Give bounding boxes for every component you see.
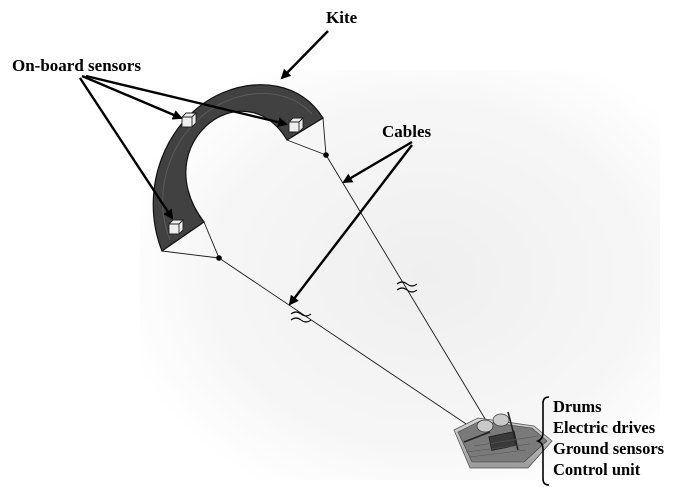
left-cable-break	[290, 311, 312, 323]
left-bridle-outer	[161, 250, 220, 259]
kite-leading-edge-highlight	[162, 93, 313, 241]
right-bridle-knot	[323, 152, 329, 158]
right-bridle-outer	[322, 117, 327, 156]
cables-arrow-lower	[288, 144, 413, 306]
support-arm-right	[507, 411, 519, 451]
cables-label: Cables	[382, 122, 432, 141]
ground-unit-item-control-unit: Control unit	[553, 460, 641, 479]
sensor-cube-icon	[288, 117, 304, 133]
sensor-arrow-bottom	[78, 77, 174, 220]
ground-station-icon	[453, 411, 553, 469]
bridle-lines	[161, 117, 327, 259]
annotation-arrows	[78, 30, 413, 306]
sensor-cube-icon	[168, 219, 184, 235]
left-cable	[218, 257, 488, 439]
sensor-arrow-middle	[85, 74, 288, 127]
right-cable	[325, 154, 494, 433]
ground-station-grid	[465, 435, 539, 458]
ground-unit-item-drums: Drums	[553, 397, 602, 416]
ground-unit-brace	[535, 396, 550, 486]
on-board-sensors-label: On-board sensors	[12, 56, 141, 75]
cables-arrow-upper	[342, 140, 413, 184]
tether-cables	[218, 154, 494, 439]
drum-left	[476, 419, 494, 433]
left-bridle-knot	[216, 255, 222, 261]
right-bridle-inner	[286, 139, 327, 156]
sensor-arrow-top	[81, 74, 183, 120]
support-arm-left	[463, 431, 491, 443]
drum-right	[492, 413, 510, 427]
ground-unit-item-ground-sensors: Ground sensors	[553, 439, 665, 458]
left-bridle-inner	[203, 221, 220, 259]
cable-break-marks	[290, 281, 418, 323]
background-haze	[140, 70, 660, 480]
right-cable-break	[396, 281, 418, 293]
ground-unit-item-electric-drives: Electric drives	[553, 418, 656, 437]
sensor-cube-icon	[181, 112, 197, 128]
kite-label: Kite	[326, 8, 358, 27]
kite-arrow	[280, 30, 329, 80]
ground-unit-list: Drums Electric drives Ground sensors Con…	[553, 397, 665, 479]
